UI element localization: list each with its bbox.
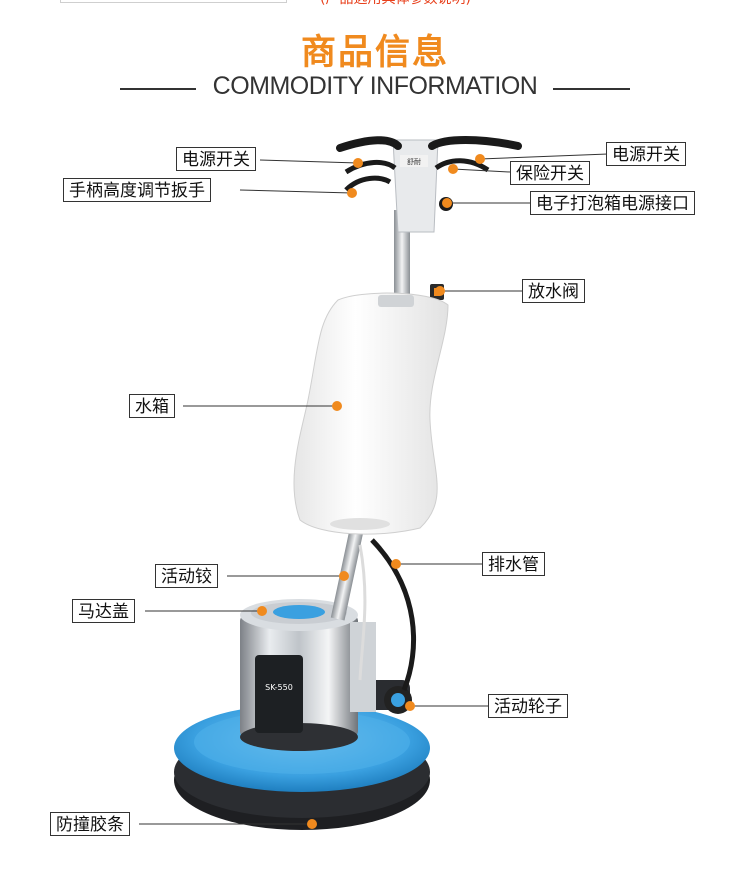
callout-motor-cover: 马达盖 — [72, 599, 135, 623]
section-title: 商品信息 — [300, 33, 449, 73]
dot-bumper-strip — [307, 819, 317, 829]
callout-swivel-hinge: 活动铰 — [155, 564, 218, 588]
dot-motor-cover — [257, 606, 267, 616]
top-note: (产品选用具体参数说明) — [320, 0, 471, 8]
dot-foam-socket — [442, 198, 452, 208]
callout-foam-box-socket: 电子打泡箱电源接口 — [530, 191, 695, 215]
dot-power-switch-left — [353, 158, 363, 168]
section-subtitle: COMMODITY INFORMATION — [212, 72, 538, 100]
dot-drain-valve — [435, 286, 445, 296]
subtitle-rule-right — [553, 88, 630, 90]
water-tank-shape — [293, 292, 449, 535]
svg-text:SK-550: SK-550 — [265, 683, 293, 692]
dot-water-tank — [332, 401, 342, 411]
callout-swivel-wheel: 活动轮子 — [488, 694, 568, 718]
dot-handle-wrench — [347, 188, 357, 198]
callout-handle-height-wrench: 手柄高度调节扳手 — [63, 178, 211, 202]
dot-swivel-wheel — [405, 701, 415, 711]
callout-water-tank: 水箱 — [129, 394, 175, 418]
top-input-fragment — [60, 0, 287, 3]
callout-drain-pipe: 排水管 — [482, 552, 545, 576]
motor-label-panel — [255, 655, 303, 733]
dot-swivel-hinge — [339, 571, 349, 581]
callout-drain-valve: 放水阀 — [522, 279, 585, 303]
callout-bumper-strip: 防撞胶条 — [50, 812, 130, 836]
subtitle-rule-left — [120, 88, 196, 90]
dot-power-switch-right — [475, 154, 485, 164]
callout-power-switch-left: 电源开关 — [176, 147, 256, 171]
svg-text:舒耐: 舒耐 — [407, 157, 421, 166]
callout-safety-switch: 保险开关 — [510, 161, 590, 185]
dot-drain-pipe — [391, 559, 401, 569]
dot-safety-switch — [448, 164, 458, 174]
callout-power-switch-right: 电源开关 — [606, 142, 686, 166]
